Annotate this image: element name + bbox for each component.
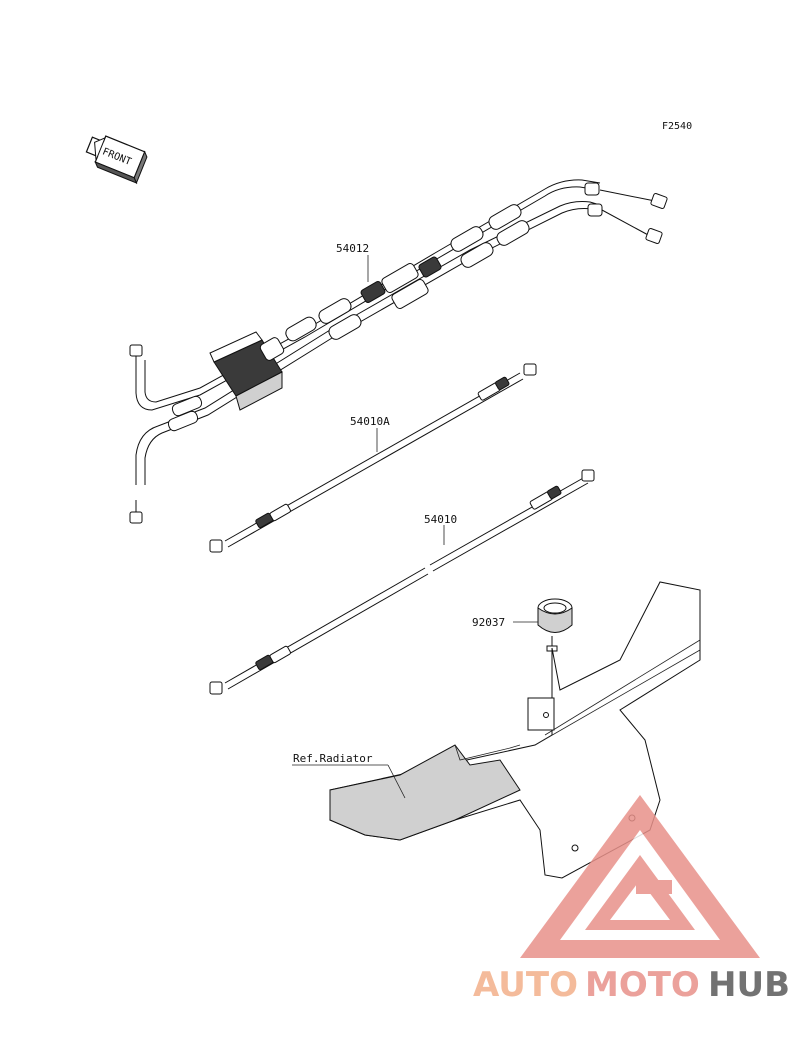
- part-label-54010: 54010: [424, 513, 457, 526]
- figure-code: F2540: [662, 121, 692, 132]
- cable-54010: 54010: [209, 469, 595, 695]
- radiator-reference: Ref.Radiator: [292, 581, 701, 879]
- part-label-54012: 54012: [336, 242, 369, 255]
- cable-54010a: 54010A: [209, 363, 537, 553]
- throttle-cable-assembly: 54012: [129, 179, 668, 524]
- watermark-text-auto: AUTO: [473, 965, 578, 1005]
- part-label-92037: 92037: [472, 616, 505, 629]
- watermark-logo: AUTO MOTO HUB: [473, 795, 790, 1005]
- front-arrow-icon: FRONT: [85, 135, 148, 185]
- watermark-text-hub: HUB: [708, 965, 790, 1005]
- part-label-54010A: 54010A: [350, 415, 390, 428]
- clamp-92037: 92037: [472, 598, 573, 652]
- reference-label: Ref.Radiator: [293, 752, 373, 765]
- watermark-text-moto: MOTO: [585, 965, 700, 1005]
